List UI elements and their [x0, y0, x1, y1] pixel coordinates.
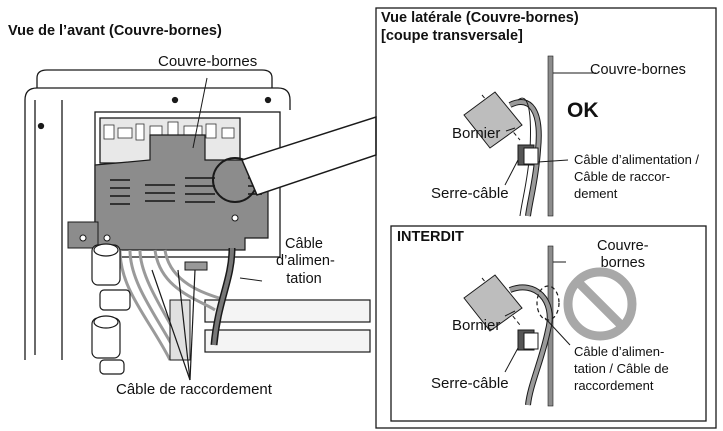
cover-leader — [192, 77, 208, 149]
prohibited-frame — [390, 225, 707, 422]
ng-cable-label: Câble d’alimen- tation / Câble de raccor… — [574, 344, 669, 393]
ok-terminal-label: Bornier — [452, 125, 501, 142]
ng-cover-label: Couvre- bornes — [597, 238, 649, 272]
ok-clamp-label: Serre-câble — [431, 185, 509, 202]
ok-cable-label: Câble d’alimentation / Câble de raccor- … — [574, 152, 700, 201]
side-view-title-1: Vue latérale (Couvre-bornes) — [381, 10, 579, 26]
prohibition-icon — [563, 267, 637, 341]
prohibited-title: INTERDIT — [397, 229, 464, 245]
side-view-title-2: [coupe transversale] — [381, 28, 523, 44]
ok-status-text: OK — [567, 99, 599, 122]
side-view-frame — [375, 7, 717, 429]
ng-clamp-label: Serre-câble — [431, 375, 509, 392]
ok-cover-label: Couvre-bornes — [590, 62, 686, 78]
power-cable-leader — [239, 277, 263, 282]
connection-cable-leaders — [151, 269, 196, 381]
power-cable-label: Câble d’alimen- tation — [276, 236, 335, 287]
service-valves — [91, 243, 131, 375]
terminal-cover-front — [67, 134, 269, 251]
ng-detail-drawing — [463, 245, 571, 407]
ok-detail-drawing — [463, 55, 596, 217]
connection-cable-label: Câble de raccordement — [116, 381, 272, 398]
zoom-connector — [240, 115, 377, 196]
front-cover-label: Couvre-bornes — [158, 53, 258, 70]
ng-terminal-label: Bornier — [452, 317, 501, 334]
front-view-title: Vue de l’avant (Couvre-bornes) — [8, 23, 222, 39]
pipes-cables — [118, 247, 371, 361]
